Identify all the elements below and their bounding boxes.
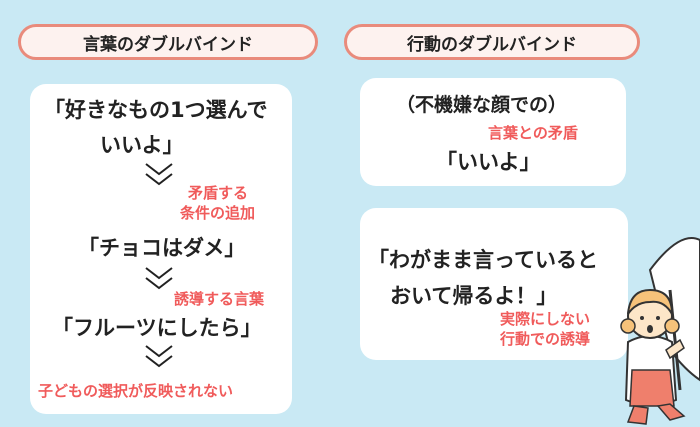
left-title: 言葉のダブルバインド (83, 34, 253, 55)
card2-note1: 実際にしない (500, 310, 591, 328)
note-3: 子どもの選択が反映されない (38, 382, 234, 400)
double-chevron-down-icon (145, 345, 173, 368)
right-card-2: 「わがまま言っていると おいて帰るよ！」 実際にしない 行動での誘導 (360, 208, 628, 360)
card2-line2: おいて帰るよ！」 (390, 284, 558, 308)
double-chevron-down-icon (145, 267, 173, 290)
right-title-pill: 行動のダブルバインド (344, 24, 640, 60)
card2-line1: 「わがまま言っていると (368, 248, 598, 272)
right-card-1: （不機嫌な顔での） 言葉との矛盾 「いいよ」 (360, 78, 626, 186)
right-title: 行動のダブルバインド (407, 34, 577, 55)
child-illustration (620, 237, 700, 425)
note-2: 誘導する言葉 (174, 290, 265, 308)
left-card: 「好きなもの1つ選んで いいよ」 矛盾する 条件の追加 「チョコはダメ」 誘導す… (30, 84, 292, 414)
note-1a: 矛盾する (188, 184, 249, 202)
line-1a: 「好きなもの1つ選んで (44, 98, 268, 122)
note-1b: 条件の追加 (180, 204, 256, 222)
left-title-pill: 言葉のダブルバインド (18, 24, 318, 60)
card1-line1: （不機嫌な顔での） (396, 94, 568, 116)
card1-note: 言葉との矛盾 (488, 124, 578, 142)
line-2: 「チョコはダメ」 (78, 236, 246, 260)
card2-note2: 行動での誘導 (500, 330, 591, 348)
line-1b: いいよ」 (100, 133, 184, 157)
card1-line2: 「いいよ」 (436, 150, 541, 174)
line-3: 「フルーツにしたら」 (52, 316, 262, 340)
double-chevron-down-icon (145, 163, 173, 186)
